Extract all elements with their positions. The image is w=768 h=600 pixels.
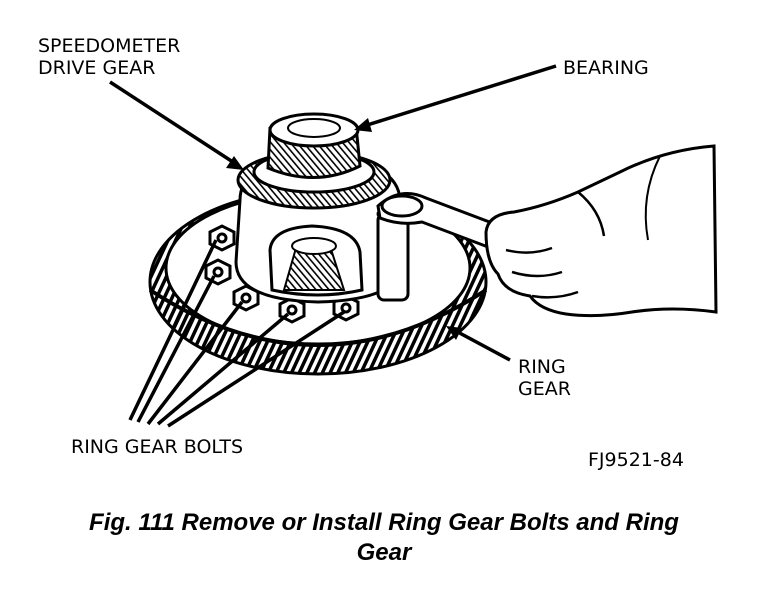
figure-id: FJ9521-84 xyxy=(588,449,684,471)
label-ring-line2: GEAR xyxy=(518,378,571,400)
arrow-speedometer xyxy=(109,80,244,170)
label-ring-gear-bolts: RING GEAR BOLTS xyxy=(71,436,244,458)
bearing xyxy=(266,112,362,179)
arrow-bearing xyxy=(354,64,557,132)
label-speedometer-drive-gear: SPEEDOMETER DRIVE GEAR xyxy=(38,35,180,79)
caption-line2: Gear xyxy=(356,539,412,566)
label-ring-line1: RING xyxy=(518,356,566,378)
bolt-2 xyxy=(204,258,232,286)
figure-caption: Fig. 111 Remove or Install Ring Gear Bol… xyxy=(0,508,768,568)
leader-arrows xyxy=(109,64,557,428)
arrow-ring-gear xyxy=(446,326,511,362)
wrench xyxy=(376,192,502,302)
label-speedometer-line2: DRIVE GEAR xyxy=(38,57,156,79)
label-bearing: BEARING xyxy=(563,57,649,79)
hand xyxy=(484,144,718,318)
label-ring-gear: RING GEAR xyxy=(518,356,571,400)
label-speedometer-line1: SPEEDOMETER xyxy=(38,35,181,57)
caption-line1: Fig. 111 Remove or Install Ring Gear Bol… xyxy=(89,509,679,536)
arrows-ring-gear-bolts xyxy=(128,239,345,428)
